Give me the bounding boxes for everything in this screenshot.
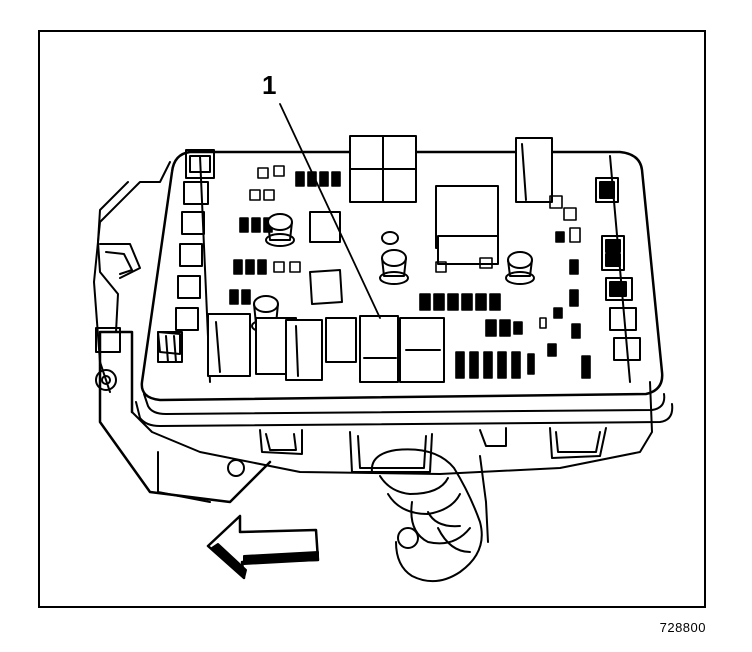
- top-relays: [349, 135, 553, 265]
- callout-1: 1: [262, 70, 381, 319]
- left-mounting-bracket: [93, 161, 181, 393]
- lower-housing: [98, 330, 653, 543]
- right-fuse-column: [595, 177, 641, 361]
- direction-arrow: [206, 514, 320, 580]
- callout-number-1: 1: [262, 70, 276, 100]
- fuse-block-illustration: 1: [93, 70, 674, 583]
- wiring-harness: [370, 448, 483, 583]
- figure-frame: 1: [38, 30, 706, 608]
- relay-row: [207, 211, 445, 383]
- mini-fuse-cluster: [229, 165, 591, 379]
- left-fuse-column: [157, 149, 215, 363]
- figure-id-label: 728800: [659, 620, 706, 635]
